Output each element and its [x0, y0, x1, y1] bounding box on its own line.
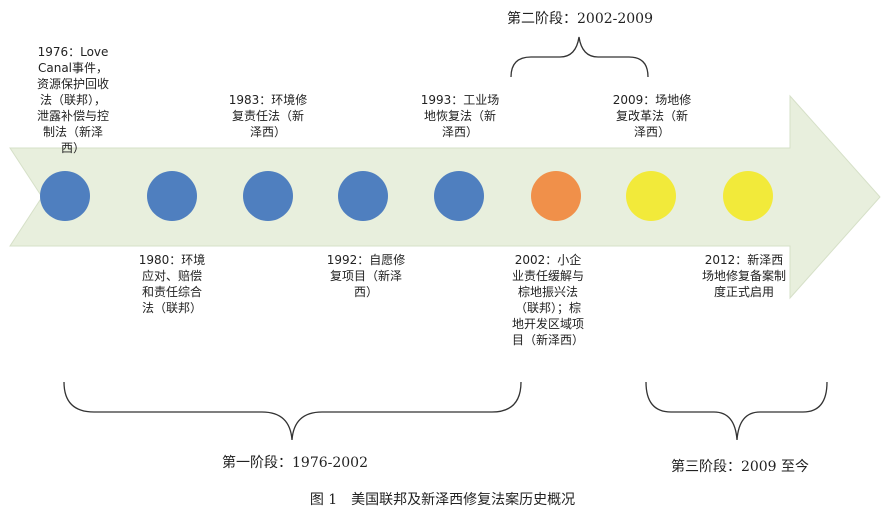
event-label-2009: 2009：场地修复改革法（新泽西）	[612, 93, 692, 139]
event-dot-2009	[626, 171, 676, 221]
event-dot-1993	[434, 171, 484, 221]
event-dot-1983	[243, 171, 293, 221]
event-label-1976: 1976：Love Canal事件，资源保护回收法（联邦），泄露补偿与控制法（新…	[36, 45, 109, 155]
event-dot-1992	[338, 171, 388, 221]
event-dot-1976	[40, 171, 90, 221]
event-label-1980: 1980：环境应对、赔偿和责任综合法（联邦）	[138, 253, 206, 315]
event-label-1992: 1992：自愿修复项目（新泽西）	[326, 253, 406, 299]
phase3-brace	[645, 381, 828, 441]
event-label-1983: 1983：环境修复责任法（新泽西）	[228, 93, 308, 139]
event-label-2002: 2002：小企业责任缓解与棕地振兴法（联邦）；棕地开发区域项目（新泽西）	[511, 253, 584, 347]
event-dot-2012	[723, 171, 773, 221]
event-dot-2002	[531, 171, 581, 221]
phase1-label: 第一阶段：1976-2002	[222, 455, 368, 471]
phase1-brace	[63, 381, 522, 441]
event-label-1993: 1993：工业场地恢复法（新泽西）	[420, 93, 500, 139]
phase3-label: 第三阶段：2009 至今	[670, 459, 810, 475]
event-dot-1980	[147, 171, 197, 221]
timeline-dots	[40, 171, 773, 221]
figure-caption: 图 1 美国联邦及新泽西修复法案历史概况	[309, 492, 576, 508]
phase2-brace	[510, 36, 649, 78]
event-label-2012: 2012：新泽西场地修复备案制度正式启用	[702, 253, 787, 299]
phase2-label: 第二阶段：2002-2009	[507, 11, 653, 27]
